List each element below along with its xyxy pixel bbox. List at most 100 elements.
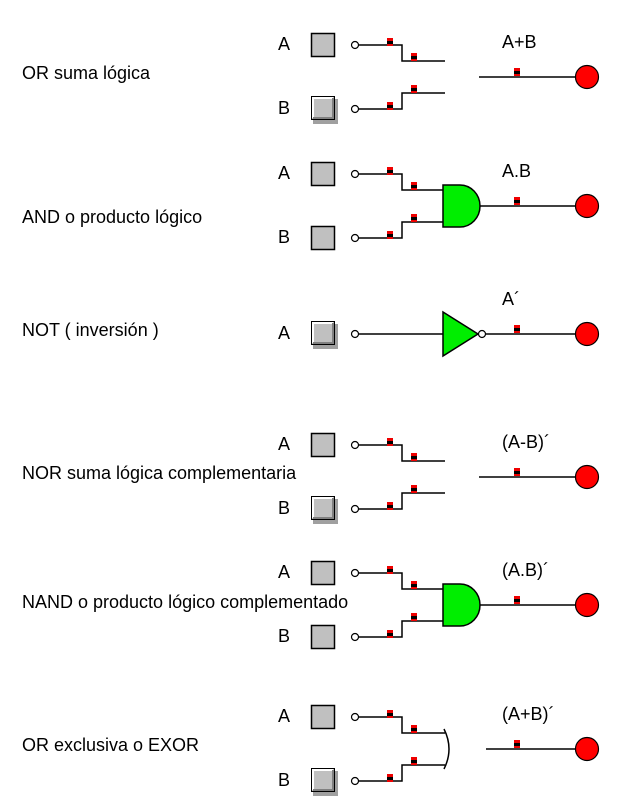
circuit-title: AND o producto lógico <box>22 207 203 227</box>
switch-bevel <box>313 98 334 119</box>
circuit-and <box>310 560 600 650</box>
input-wire <box>358 221 445 239</box>
signal-marker <box>387 102 393 110</box>
input-label: A <box>278 163 291 183</box>
input-wire <box>358 572 445 590</box>
signal-marker <box>387 38 393 46</box>
signal-marker <box>411 85 417 93</box>
input-terminal[interactable] <box>350 169 360 179</box>
switch-highlight <box>312 769 333 790</box>
input-terminal[interactable] <box>350 233 360 243</box>
input-switch-1[interactable] <box>310 624 336 650</box>
input-terminal[interactable] <box>350 40 360 50</box>
switch-bevel <box>313 323 334 344</box>
input-label: B <box>278 626 291 646</box>
switch-face[interactable] <box>310 161 336 187</box>
switch-face[interactable] <box>311 96 335 120</box>
input-switch-0[interactable] <box>310 560 336 586</box>
input-label: A <box>278 562 291 582</box>
output-led-icon <box>574 64 600 90</box>
circuit-title: OR suma lógica <box>22 63 151 83</box>
input-terminal[interactable] <box>350 712 360 722</box>
signal-marker <box>514 197 520 205</box>
marker-band <box>514 471 520 474</box>
input-switch-1[interactable] <box>311 768 339 797</box>
input-terminal[interactable] <box>350 104 360 114</box>
marker-band <box>387 777 393 780</box>
input-wire <box>358 44 445 62</box>
output-label: A+B <box>502 32 537 52</box>
switch-face[interactable] <box>311 496 335 520</box>
switch-face[interactable] <box>310 704 336 730</box>
input-terminal[interactable] <box>350 504 360 514</box>
marker-band <box>411 217 417 220</box>
output-label: (A-B)´ <box>502 432 550 452</box>
signal-marker <box>387 438 393 446</box>
signal-marker <box>411 725 417 733</box>
marker-band <box>514 599 520 602</box>
not-gate-icon <box>442 310 480 358</box>
input-wire <box>358 173 445 191</box>
and-gate-icon <box>442 583 481 627</box>
switch-face[interactable] <box>310 432 336 458</box>
signal-marker <box>387 231 393 239</box>
input-label: A <box>278 323 291 343</box>
signal-marker <box>411 453 417 461</box>
marker-band <box>387 505 393 508</box>
input-switch-1[interactable] <box>310 225 336 251</box>
signal-marker <box>411 214 417 222</box>
xor-gate-curve <box>443 728 450 770</box>
marker-band <box>411 728 417 731</box>
switch-face[interactable] <box>310 225 336 251</box>
signal-marker <box>387 566 393 574</box>
marker-band <box>514 743 520 746</box>
marker-band <box>411 616 417 619</box>
marker-band <box>411 760 417 763</box>
input-switch-1[interactable] <box>311 496 339 525</box>
input-terminal[interactable] <box>350 632 360 642</box>
signal-marker <box>411 581 417 589</box>
switch-face[interactable] <box>310 624 336 650</box>
output-label: A´ <box>502 289 520 309</box>
input-switch-0[interactable] <box>310 161 336 187</box>
switch-face[interactable] <box>311 321 335 345</box>
signal-marker <box>514 468 520 476</box>
input-switch-0[interactable] <box>310 432 336 458</box>
signal-marker <box>411 613 417 621</box>
output-led-icon <box>574 193 600 219</box>
input-switch-0[interactable] <box>310 704 336 730</box>
input-label: B <box>278 770 291 790</box>
circuit-xor <box>310 704 600 797</box>
circuit-title: NOT ( inversión ) <box>22 320 159 340</box>
marker-band <box>514 71 520 74</box>
output-label: (A.B)´ <box>502 560 549 580</box>
marker-band <box>387 633 393 636</box>
marker-band <box>387 105 393 108</box>
marker-band <box>387 170 393 173</box>
input-switch-1[interactable] <box>311 96 339 125</box>
circuit-title: NAND o producto lógico complementado <box>22 592 349 612</box>
switch-face[interactable] <box>310 560 336 586</box>
input-wire <box>358 444 445 462</box>
marker-band <box>411 456 417 459</box>
input-terminal[interactable] <box>350 776 360 786</box>
circuit-and <box>310 161 600 251</box>
input-terminal[interactable] <box>350 440 360 450</box>
circuit-or <box>310 32 600 125</box>
input-label: A <box>278 706 291 726</box>
output-label: (A+B)´ <box>502 704 555 724</box>
and-gate-icon <box>442 184 481 228</box>
input-label: A <box>278 434 291 454</box>
marker-band <box>411 56 417 59</box>
switch-face[interactable] <box>310 32 336 58</box>
input-terminal[interactable] <box>350 329 360 339</box>
input-switch-0[interactable] <box>311 321 339 350</box>
switch-highlight <box>312 322 333 343</box>
signal-marker <box>514 68 520 76</box>
switch-bevel <box>313 498 334 519</box>
signal-marker <box>387 710 393 718</box>
input-label: B <box>278 498 291 518</box>
input-switch-0[interactable] <box>310 32 336 58</box>
switch-face[interactable] <box>311 768 335 792</box>
input-terminal[interactable] <box>350 568 360 578</box>
